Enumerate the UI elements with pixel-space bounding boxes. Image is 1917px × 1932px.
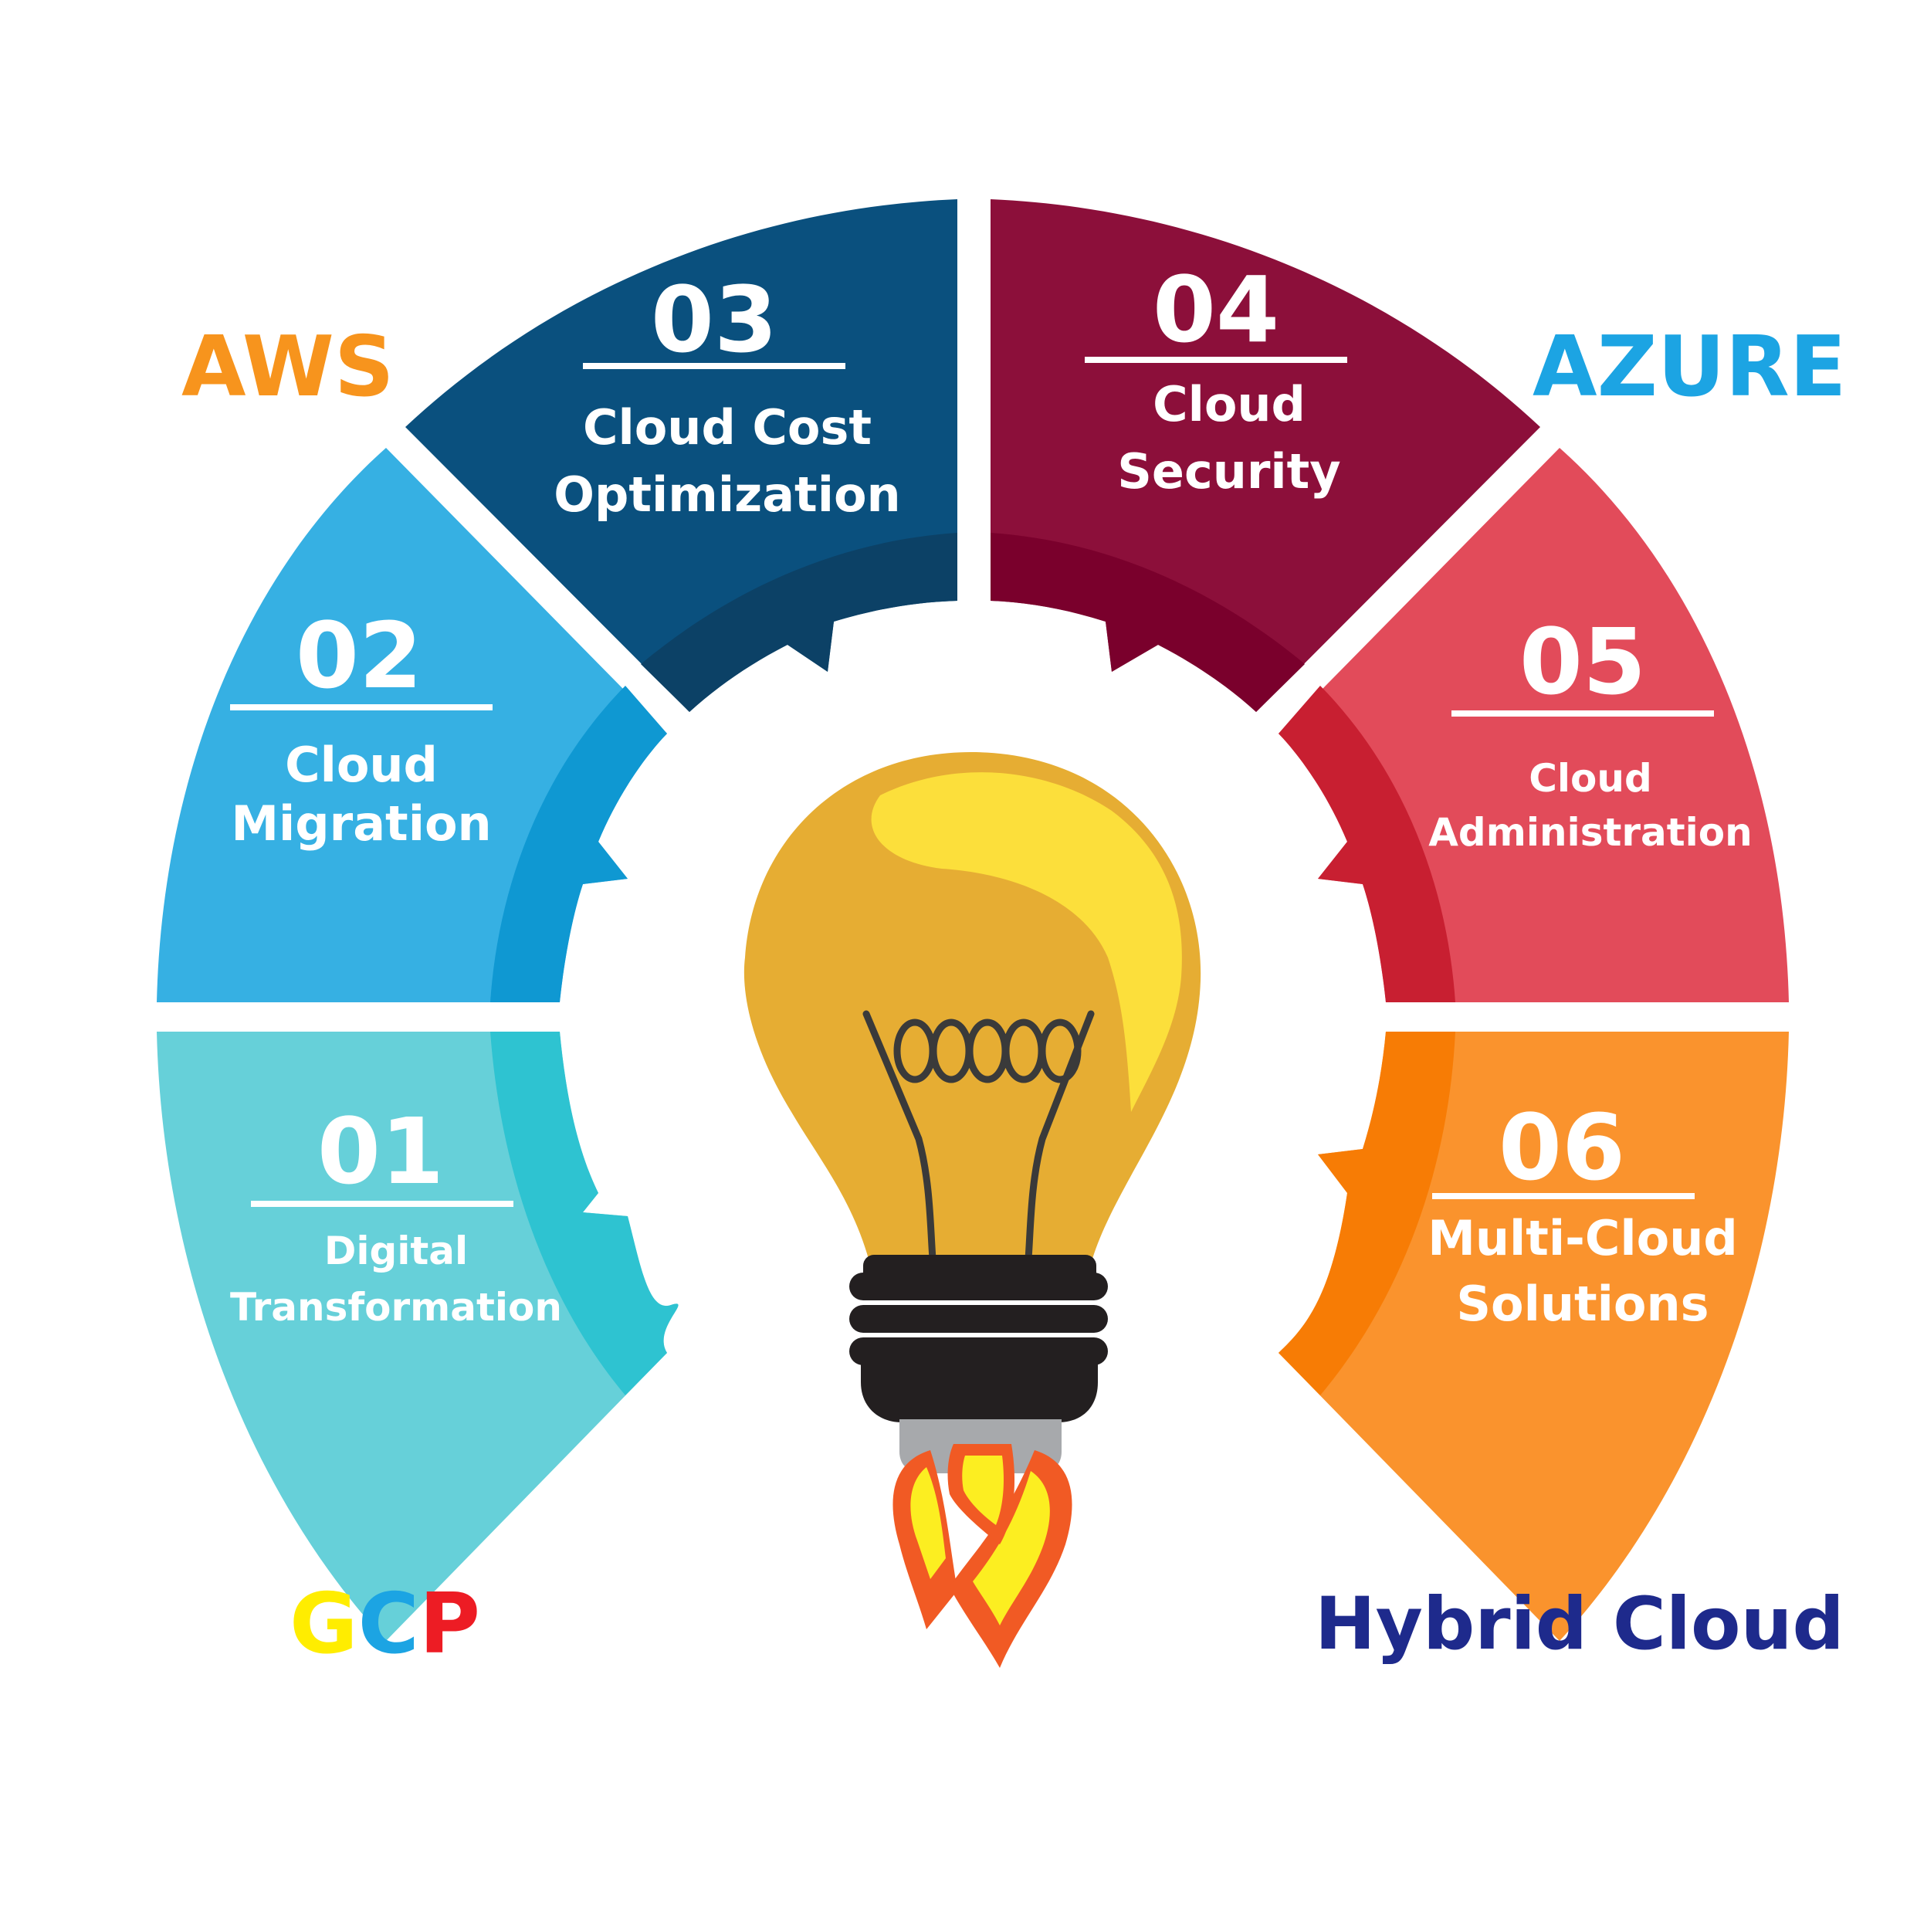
aws-label: AWS: [181, 319, 395, 415]
segment-02: [157, 448, 667, 1002]
segment-06-label-line2: Solutions: [1456, 1276, 1709, 1332]
gcp-letter-g: G: [290, 1576, 358, 1673]
segment-03: [405, 199, 957, 712]
segment-04-divider: [1085, 357, 1347, 363]
segment-03-number: 03: [651, 266, 777, 373]
lightbulb-icon: [743, 752, 1201, 1668]
segment-04-label-line1: Cloud: [1153, 376, 1306, 432]
filament: [862, 1010, 1095, 1263]
segment-02-label-line2: Migration: [231, 795, 491, 852]
segment-03-inner-band: [641, 533, 957, 712]
segment-05-label-line1: Cloud: [1529, 756, 1652, 801]
segment-01-label-line1: Digital: [324, 1229, 468, 1273]
segment-02-label-line1: Cloud: [285, 737, 438, 793]
segment-01: [157, 1032, 679, 1641]
segment-04-number: 04: [1153, 256, 1279, 363]
segment-03-label-line2: Optimization: [554, 466, 900, 523]
rocket-flame-icon: [892, 1444, 1072, 1668]
segment-02-divider: [230, 704, 493, 710]
segment-01-number: 01: [317, 1098, 444, 1205]
segment-02-inner-band: [490, 686, 667, 1002]
segment-05-label-line2: Administration: [1428, 810, 1753, 855]
segment-05-inner-band: [1279, 686, 1455, 1002]
gcp-letter-p: P: [419, 1576, 480, 1673]
segment-05: [1279, 448, 1789, 1002]
segment-06-label-line1: Multi-Cloud: [1428, 1210, 1738, 1266]
bulb-base: [849, 1255, 1108, 1422]
segment-06-number: 06: [1499, 1094, 1625, 1201]
segment-05-divider: [1451, 710, 1714, 717]
segment-05-number: 05: [1519, 608, 1646, 715]
segment-02-number: 02: [296, 602, 422, 709]
segment-01-label-line2: Transformation: [230, 1285, 562, 1330]
segment-04: [991, 199, 1540, 712]
segment-01-inner-band: [490, 1032, 679, 1395]
azure-label: AZURE: [1533, 319, 1847, 415]
hybrid-cloud-label: Hybrid Cloud: [1315, 1582, 1844, 1666]
segment-06-inner-band: [1279, 1032, 1455, 1395]
segment-04-label-line2: Security: [1117, 443, 1340, 500]
bulb-highlight: [871, 772, 1182, 1112]
segment-01-divider: [251, 1201, 513, 1207]
segment-06-divider: [1432, 1193, 1695, 1199]
segment-04-inner-band: [991, 533, 1305, 712]
segment-03-label-line1: Cloud Cost: [583, 399, 872, 456]
segment-06: [1279, 1032, 1789, 1641]
segment-03-divider: [583, 363, 845, 369]
gcp-label: GCP: [290, 1576, 480, 1673]
gcp-letter-c: C: [358, 1576, 419, 1673]
